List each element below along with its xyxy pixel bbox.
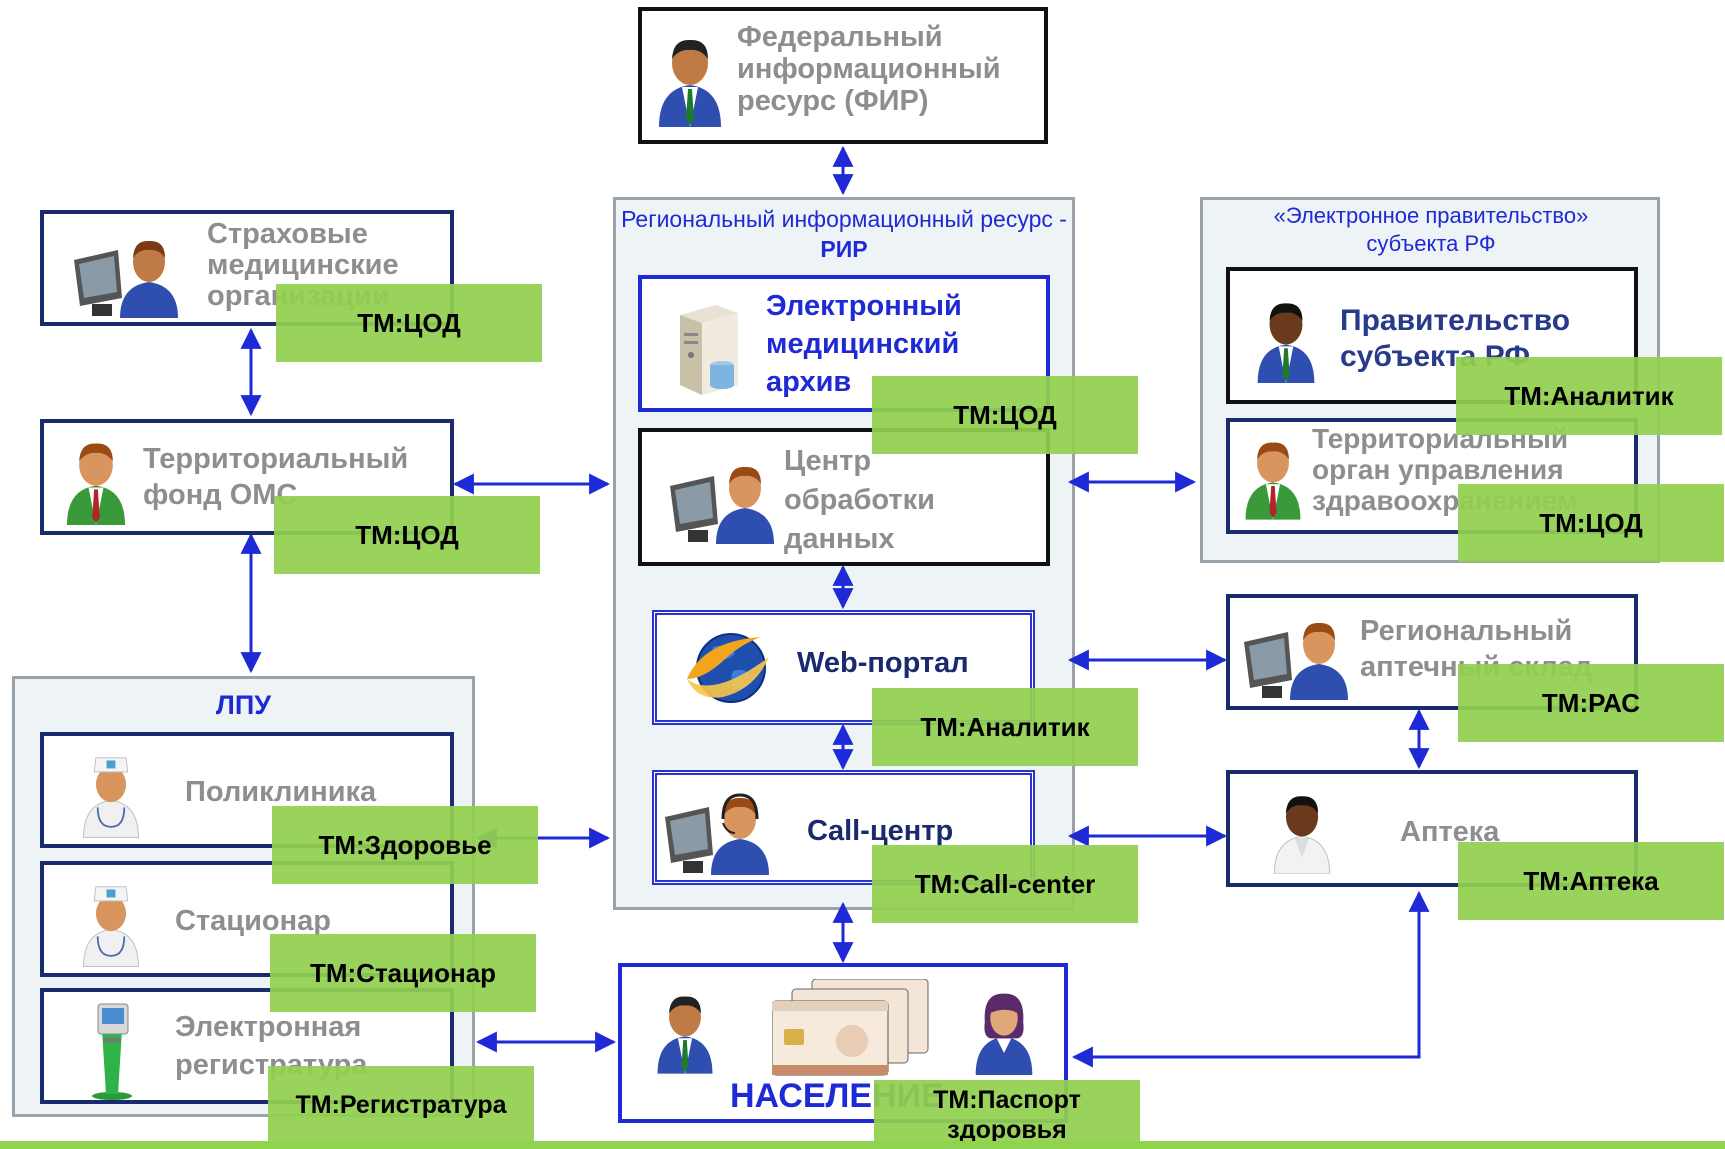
fir-box[interactable]: Федеральный информационный ресурс (ФИР) bbox=[638, 7, 1048, 144]
tm-registry: ТМ:Регистратура bbox=[268, 1066, 534, 1144]
nurse-icon bbox=[83, 886, 139, 967]
operator-at-computer-icon bbox=[1244, 622, 1348, 700]
businessman-icon bbox=[1257, 303, 1315, 383]
pharmacist-icon bbox=[1273, 796, 1331, 874]
fir-label: Федеральный информационный ресурс (ФИР) bbox=[737, 21, 1001, 117]
tm-web-portal: ТМ:Аналитик bbox=[872, 688, 1138, 766]
rir-title: Региональный информационный ресурс - РИР bbox=[621, 206, 1067, 262]
server-icon bbox=[680, 305, 738, 395]
tfoms-label: Территориальный фонд ОМС bbox=[143, 443, 409, 511]
tm-health-authority: ТМ:ЦОД bbox=[1458, 484, 1724, 562]
tm-warehouse: ТМ:РАС bbox=[1458, 664, 1724, 742]
web-portal-label: Web-портал bbox=[797, 647, 969, 679]
tm-ema: ТМ:ЦОД bbox=[872, 376, 1138, 454]
nurse-icon bbox=[83, 757, 139, 838]
footer-bar bbox=[0, 1141, 1725, 1149]
businessman-icon bbox=[657, 996, 713, 1074]
tm-population: ТМ:Паспорт здоровья bbox=[874, 1080, 1140, 1149]
operator-at-computer-icon bbox=[670, 466, 774, 544]
businesswoman-icon bbox=[975, 993, 1033, 1075]
kiosk-icon bbox=[92, 1003, 132, 1100]
tm-pharmacy: ТМ:Аптека bbox=[1458, 842, 1724, 920]
operator-headset-icon bbox=[665, 793, 769, 875]
cod-label: Центр обработки данных bbox=[784, 445, 935, 555]
polyclinic-label: Поликлиника bbox=[185, 776, 377, 808]
hospital-label: Стационар bbox=[175, 905, 332, 937]
lpu-title: ЛПУ bbox=[215, 690, 272, 720]
globe-icon bbox=[687, 633, 769, 703]
tm-tfoms: ТМ:ЦОД bbox=[274, 496, 540, 574]
doctor-green-icon bbox=[66, 443, 126, 525]
call-center-label: Call-центр bbox=[807, 815, 954, 847]
tm-call-center: ТМ:Call-center bbox=[872, 845, 1138, 923]
egov-title: «Электронное правительство» субъекта РФ bbox=[1273, 203, 1589, 256]
tm-polyclinic: ТМ:Здоровье bbox=[272, 806, 538, 884]
tm-smo: ТМ:ЦОД bbox=[276, 284, 542, 362]
government-label: Правительство субъекта РФ bbox=[1340, 304, 1571, 373]
tm-hospital: ТМ:Стационар bbox=[270, 934, 536, 1012]
health-cards-icon bbox=[772, 979, 929, 1076]
businessman-icon bbox=[659, 39, 721, 127]
tm-government: ТМ:Аналитик bbox=[1456, 357, 1722, 435]
doctor-green-icon bbox=[1245, 442, 1301, 520]
arrow-population-pharmacy bbox=[1071, 890, 1430, 1068]
ema-label: Электронный медицинский архив bbox=[766, 290, 962, 398]
operator-at-computer-icon bbox=[74, 240, 178, 318]
